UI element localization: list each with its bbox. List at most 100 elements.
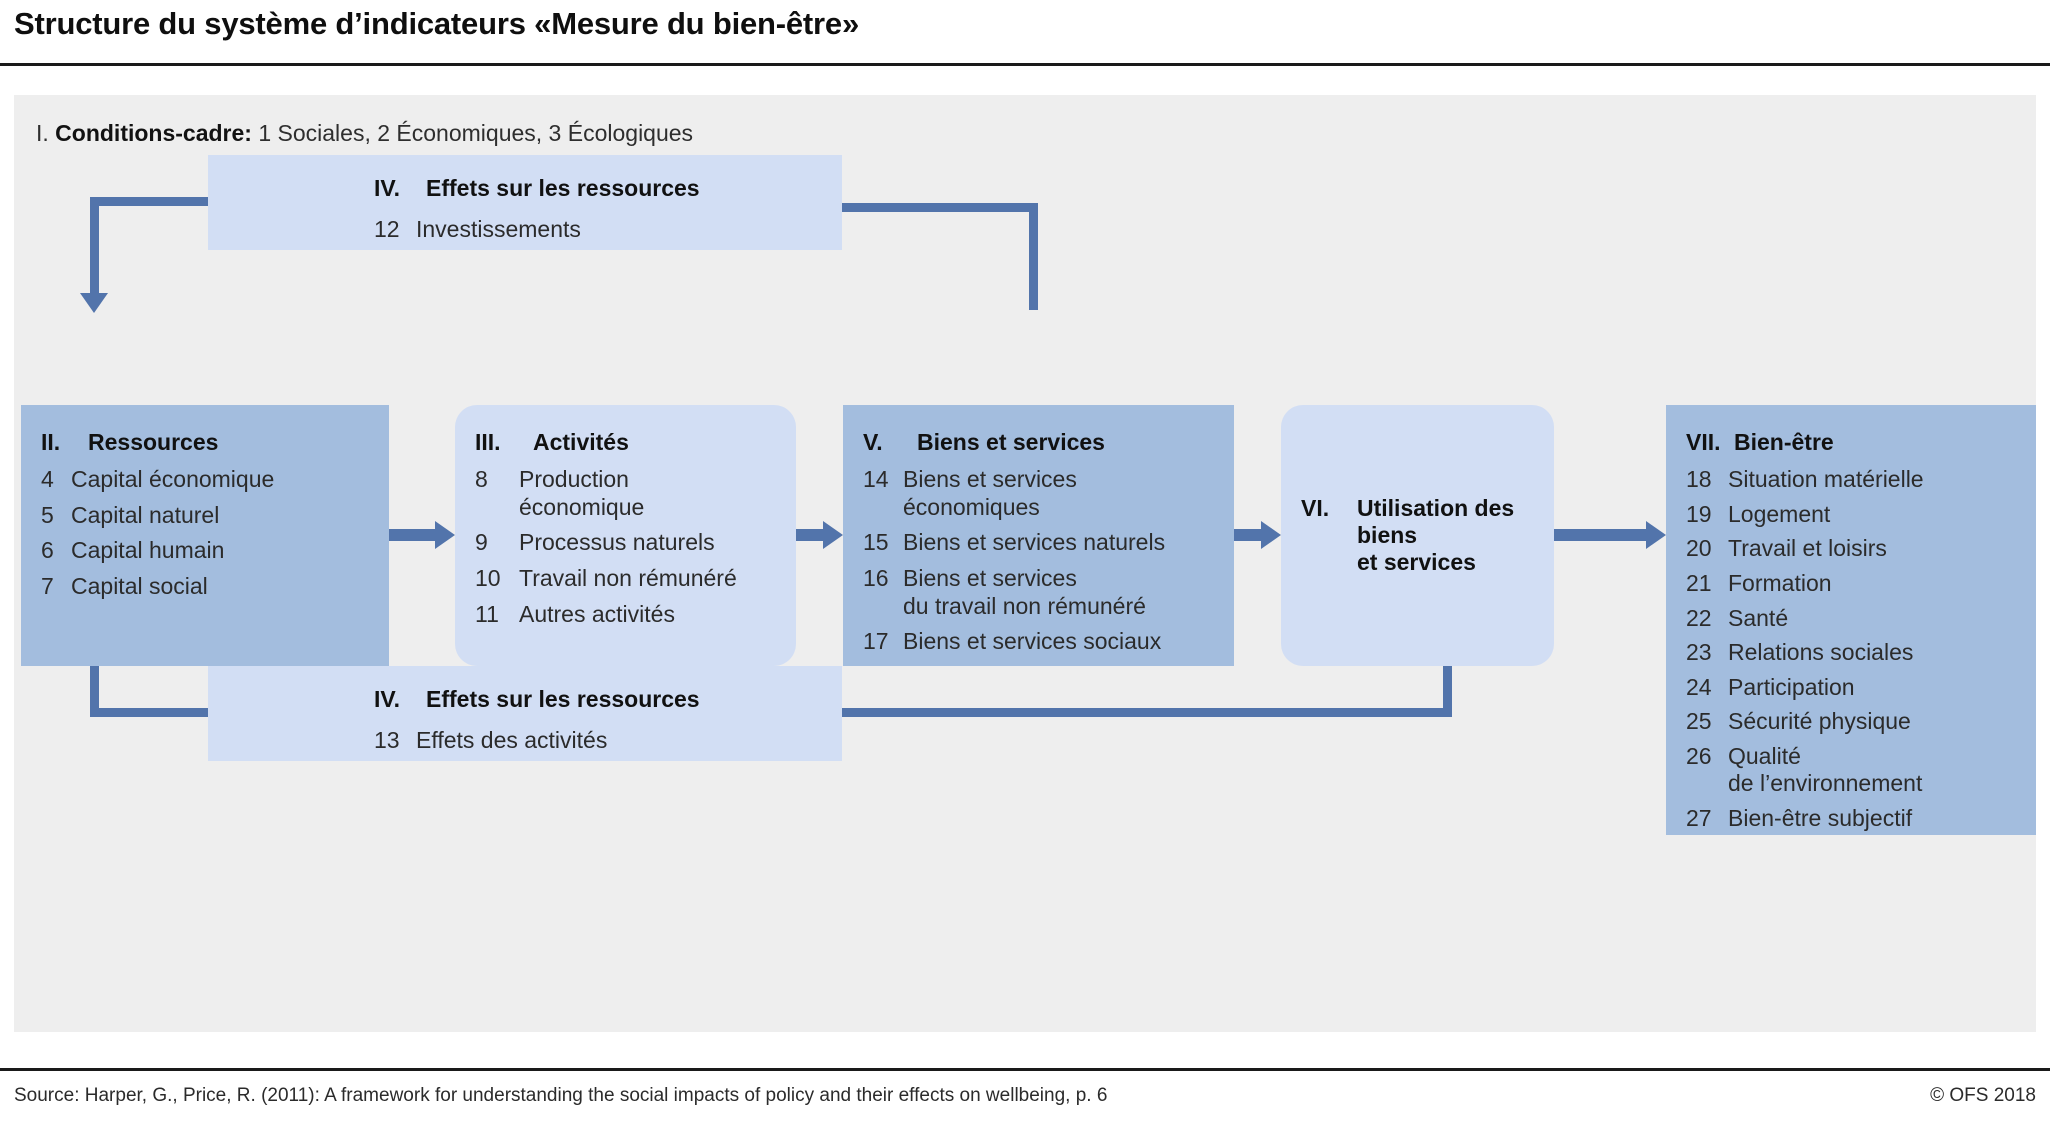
item-label: Travail et loisirs (1728, 535, 1887, 562)
footer-divider (0, 1068, 2050, 1071)
box-effets-sur-les-ressources-top[interactable]: IV. Effets sur les ressources 12 Investi… (208, 155, 842, 250)
connector-effets-top-to-ressources-h (90, 197, 212, 206)
list-item: 4 Capital économique (41, 466, 371, 494)
box-biens-et-services[interactable]: V. Biens et services 14 Biens et service… (843, 405, 1234, 666)
item-label: Bien-être subjectif (1728, 805, 1913, 832)
list-item: 24 Participation (1686, 674, 2018, 702)
item-label: Biens et services naturels (903, 529, 1166, 556)
item-label: Biens et services économiques (903, 466, 1077, 520)
item-number: 4 (41, 466, 54, 493)
box-effets-top-header: IV. Effets sur les ressources (374, 175, 842, 202)
arrow-right-into-biens (823, 521, 843, 549)
box-utilisation-des-biens-et-services[interactable]: VI. Utilisation des biens et services (1281, 405, 1554, 666)
item-number: 16 (863, 564, 889, 591)
header-divider (0, 63, 2050, 66)
list-item: 27 Bien-être subjectif (1686, 805, 2018, 833)
connector-effets-top-to-ressources-v (90, 197, 99, 295)
item-number: 19 (1686, 500, 1712, 527)
list-item: 5 Capital naturel (41, 502, 371, 530)
list-item: 7 Capital social (41, 573, 371, 601)
list-item: 9 Processus naturels (475, 529, 778, 557)
item-label: Production économique (519, 466, 645, 520)
list-item: 15 Biens et services naturels (863, 529, 1216, 557)
box-effets-sur-les-ressources-bottom[interactable]: IV. Effets sur les ressources 13 Effets … (208, 666, 842, 761)
connector-biens-to-effets-top-h (838, 203, 1038, 212)
item-label: Santé (1728, 604, 1789, 631)
conditions-roman: I. (36, 120, 49, 146)
item-number: 13 (374, 727, 400, 754)
box-utilisation-title: Utilisation des biens et services (1357, 494, 1515, 576)
item-number: 23 (1686, 639, 1712, 666)
list-item: 10 Travail non rémunéré (475, 565, 778, 593)
item-number: 6 (41, 537, 54, 564)
conditions-items: 1 Sociales, 2 Économiques, 3 Écologiques (258, 120, 694, 146)
item-number: 24 (1686, 673, 1712, 700)
box-ressources-title: Ressources (88, 429, 219, 455)
list-item: 20 Travail et loisirs (1686, 535, 2018, 563)
diagram-panel: I. Conditions-cadre: 1 Sociales, 2 Écono… (14, 95, 2036, 1032)
item-label: Capital économique (71, 466, 275, 493)
source-note: Source: Harper, G., Price, R. (2011): A … (14, 1085, 1108, 1106)
box-ressources[interactable]: II. Ressources 4 Capital économique 5 Ca… (21, 405, 389, 666)
list-item: 21 Formation (1686, 570, 2018, 598)
box-activites-title: Activités (533, 429, 629, 455)
item-label: Participation (1728, 673, 1855, 700)
item-label: Travail non rémunéré (519, 564, 737, 591)
connector-utilisation-to-effets-bottom-v (1443, 666, 1452, 717)
item-label: Investissements (416, 216, 581, 243)
list-item: 26 Qualité de l’environnement (1686, 743, 2018, 798)
box-effets-bottom-roman: IV. (374, 686, 401, 712)
item-number: 12 (374, 216, 400, 243)
item-label: Processus naturels (519, 529, 715, 556)
list-item: 23 Relations sociales (1686, 639, 2018, 667)
connector-ressources-to-activites (389, 529, 435, 541)
list-item: 19 Logement (1686, 501, 2018, 529)
list-item: 8 Production économique (475, 466, 778, 521)
list-item: 22 Santé (1686, 605, 2018, 633)
item-number: 25 (1686, 708, 1712, 735)
item-number: 8 (475, 466, 488, 493)
item-label: Capital social (71, 572, 208, 599)
item-label: Autres activités (519, 600, 675, 627)
box-bien-etre[interactable]: VII. Bien-être 18 Situation matérielle 1… (1666, 405, 2036, 835)
item-label: Capital naturel (71, 501, 220, 528)
box-activites-roman: III. (475, 429, 501, 455)
item-number: 17 (863, 628, 889, 655)
box-effets-top-title: Effets sur les ressources (426, 175, 700, 201)
box-effets-bottom-header: IV. Effets sur les ressources (374, 686, 842, 713)
box-biens-header: V. Biens et services (863, 429, 1216, 456)
list-item: 6 Capital humain (41, 537, 371, 565)
arrow-right-into-activites (435, 521, 455, 549)
connector-effets-bottom-to-ressources-h (90, 708, 212, 717)
item-label: Situation matérielle (1728, 466, 1924, 493)
box-ressources-header: II. Ressources (41, 429, 371, 456)
list-item: 25 Sécurité physique (1686, 708, 2018, 736)
item-number: 26 (1686, 742, 1712, 769)
item-label: Biens et services du travail non rémunér… (903, 564, 1146, 619)
box-biens-title: Biens et services (917, 429, 1105, 455)
item-number: 22 (1686, 604, 1712, 631)
item-label: Logement (1728, 500, 1831, 527)
box-utilisation-header: VI. Utilisation des biens et services (1281, 495, 1554, 576)
connector-activites-to-biens (796, 529, 823, 541)
page-title: Structure du système d’indicateurs «Mesu… (14, 6, 859, 41)
item-number: 11 (475, 600, 499, 627)
box-bienetre-header: VII. Bien-être (1686, 429, 2018, 456)
box-biens-roman: V. (863, 429, 883, 455)
connector-utilisation-to-effets-bottom-h (838, 708, 1452, 717)
item-label: Sécurité physique (1728, 708, 1911, 735)
conditions-label: Conditions-cadre: (55, 120, 252, 146)
arrow-right-into-utilisation (1261, 521, 1281, 549)
arrow-down-into-ressources (80, 293, 108, 313)
box-activites[interactable]: III. Activités 8 Production économique 9… (455, 405, 796, 666)
list-item: 13 Effets des activités (374, 727, 842, 755)
list-item: 12 Investissements (374, 216, 842, 244)
item-label: Formation (1728, 569, 1832, 596)
item-number: 10 (475, 564, 501, 591)
item-label: Biens et services sociaux (903, 628, 1162, 655)
item-number: 20 (1686, 535, 1712, 562)
item-number: 18 (1686, 466, 1712, 493)
connector-utilisation-to-bienetre (1554, 529, 1646, 541)
item-label: Qualité de l’environnement (1728, 742, 1923, 797)
box-bienetre-roman: VII. (1686, 429, 1721, 455)
